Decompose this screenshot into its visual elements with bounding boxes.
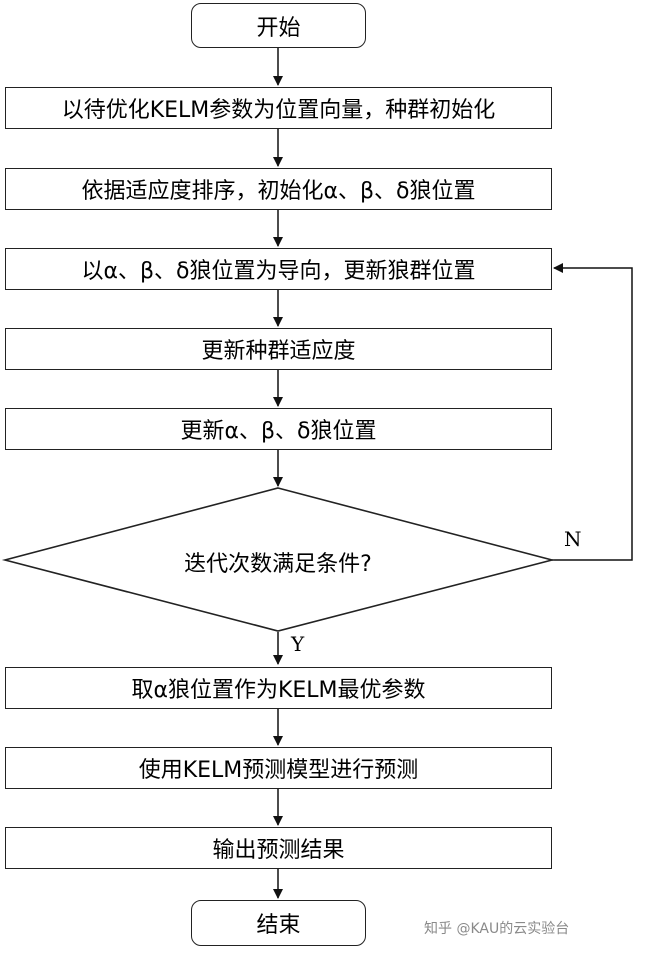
step-init-population: 以待优化KELM参数为位置向量，种群初始化 (5, 87, 552, 129)
step-sort-fitness: 依据适应度排序，初始化α、β、δ狼位置 (5, 168, 552, 210)
step-predict: 使用KELM预测模型进行预测 (5, 747, 552, 789)
decision-label: 迭代次数满足条件? (184, 552, 372, 577)
decision-diamond (1, 487, 556, 632)
step-label: 以α、β、δ狼位置为导向，更新狼群位置 (81, 259, 476, 284)
arrow-decision-no-loop (552, 263, 633, 561)
step-label: 以待优化KELM参数为位置向量，种群初始化 (61, 98, 496, 123)
step-label: 使用KELM预测模型进行预测 (138, 758, 419, 783)
yes-label: Y (291, 632, 305, 656)
step-update-wolves: 以α、β、δ狼位置为导向，更新狼群位置 (5, 248, 552, 290)
step-label: 更新α、β、δ狼位置 (180, 419, 377, 444)
no-label: N (564, 527, 582, 551)
step-output: 输出预测结果 (5, 827, 552, 869)
step-update-fitness: 更新种群适应度 (5, 328, 552, 370)
watermark: 知乎 @KAU的云实验台 (424, 921, 570, 937)
step-label: 输出预测结果 (212, 838, 345, 863)
step-label: 更新种群适应度 (201, 339, 356, 364)
step-take-alpha: 取α狼位置作为KELM最优参数 (5, 667, 552, 709)
start-label: 开始 (256, 15, 301, 41)
step-update-leaders: 更新α、β、δ狼位置 (5, 408, 552, 450)
step-label: 依据适应度排序，初始化α、β、δ狼位置 (81, 179, 476, 204)
end-label: 结束 (256, 913, 301, 938)
step-label: 取α狼位置作为KELM最优参数 (131, 678, 426, 703)
end-node: 结束 (191, 900, 366, 946)
start-node: 开始 (191, 3, 366, 48)
